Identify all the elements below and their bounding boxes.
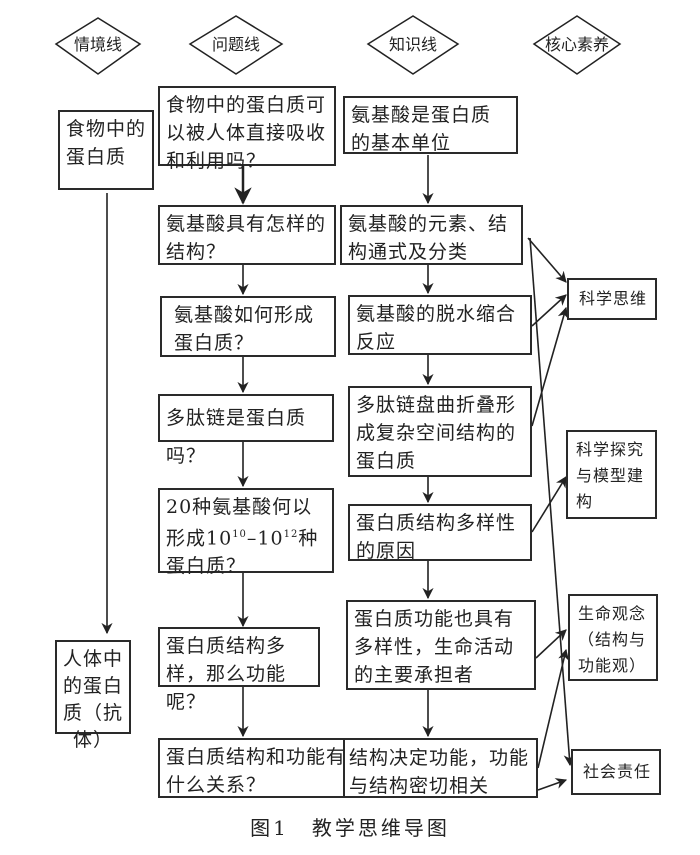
header-diamond-context bbox=[54, 17, 142, 75]
question-5-text-c: 种蛋白质？ bbox=[166, 527, 319, 578]
knowledge-box-7: 结构决定功能，功能与结构密切相关 bbox=[343, 738, 538, 798]
knowledge-box-3: 氨基酸的脱水缩合反应 bbox=[348, 295, 532, 355]
link-k7-social bbox=[537, 778, 568, 791]
question-box-4: 多肽链是蛋白质吗？ bbox=[158, 394, 334, 467]
header-core-literacy: 核心素养 bbox=[544, 35, 609, 54]
context-box-body-protein: 人体中的蛋白质（抗体） bbox=[55, 640, 131, 751]
question-box-6: 蛋白质结构多样，那么功能呢？ bbox=[158, 627, 320, 713]
header-diamond-core bbox=[532, 15, 622, 75]
question-5-text-a: 20种氨基酸何以形成10 bbox=[166, 496, 313, 550]
link-k3-thinking bbox=[531, 294, 567, 327]
core-box-inquiry-modeling: 科学探究与模型建构 bbox=[566, 430, 657, 519]
link-k7-life bbox=[537, 648, 570, 769]
header-diamond-knowledge bbox=[366, 15, 460, 75]
knowledge-box-1: 氨基酸是蛋白质的基本单位 bbox=[343, 96, 518, 154]
header-context-line: 情境线 bbox=[73, 35, 122, 54]
question-box-7: 蛋白质结构和功能有什么关系？ bbox=[158, 738, 354, 798]
question-box-2: 氨基酸具有怎样的结构？ bbox=[158, 205, 336, 265]
question-5-sup-1: 10 bbox=[232, 529, 247, 540]
core-box-social-responsibility: 社会责任 bbox=[571, 749, 661, 795]
knowledge-box-5: 蛋白质结构多样性的原因 bbox=[348, 504, 532, 562]
question-5-text-b: –10 bbox=[246, 527, 284, 550]
core-box-scientific-thinking: 科学思维 bbox=[567, 278, 657, 320]
question-box-5: 20种氨基酸何以形成1010–1012种蛋白质？ bbox=[158, 488, 334, 577]
question-box-3: 氨基酸如何形成蛋白质？ bbox=[160, 296, 336, 357]
knowledge-box-6: 蛋白质功能也具有多样性，生命活动的主要承担者 bbox=[346, 600, 536, 690]
link-k5-inquiry bbox=[531, 476, 567, 533]
question-box-1: 食物中的蛋白质可以被人体直接吸收和利用吗？ bbox=[158, 86, 336, 172]
link-k6-life bbox=[535, 629, 567, 659]
knowledge-box-2: 氨基酸的元素、结构通式及分类 bbox=[340, 205, 523, 265]
figure-caption: 图1 教学思维导图 bbox=[250, 816, 450, 840]
knowledge-box-4: 多肽链盘曲折叠形成复杂空间结构的蛋白质 bbox=[348, 386, 532, 477]
header-knowledge-line: 知识线 bbox=[388, 35, 437, 54]
link-k4-thinking bbox=[531, 306, 569, 427]
core-box-life-concept: 生命观念（结构与功能观） bbox=[568, 594, 658, 681]
question-5-sup-2: 12 bbox=[283, 529, 299, 540]
context-box-food-protein: 食物中的蛋白质 bbox=[58, 110, 154, 190]
link-k2-thinking bbox=[527, 237, 567, 283]
header-diamond-question bbox=[188, 15, 284, 75]
header-question-line: 问题线 bbox=[211, 35, 260, 54]
